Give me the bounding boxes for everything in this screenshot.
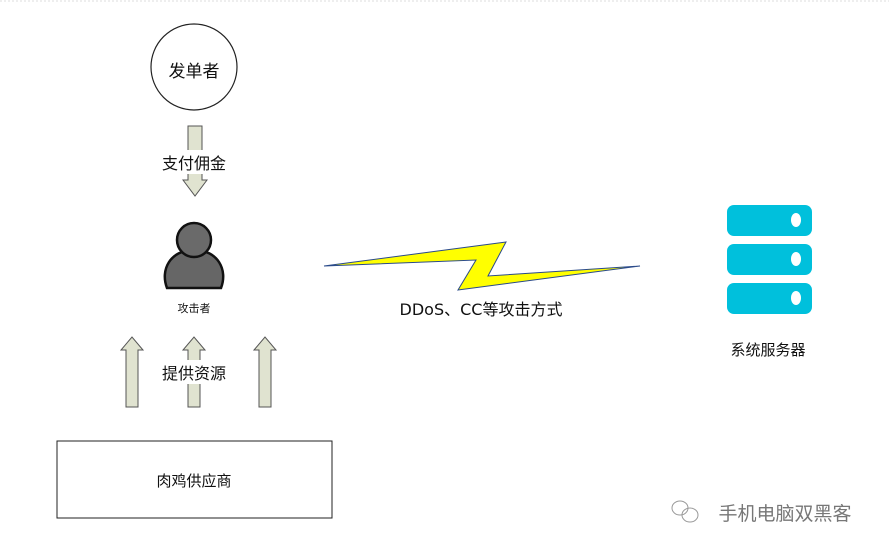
server-icon bbox=[727, 205, 812, 314]
server-label: 系统服务器 bbox=[730, 339, 806, 360]
attack-label: DDoS、CC等攻击方式 bbox=[399, 296, 563, 320]
resource-arrows bbox=[119, 336, 278, 408]
attacker-icon bbox=[163, 221, 225, 290]
watermark: 手机电脑双黑客 bbox=[718, 503, 852, 525]
wechat-icon bbox=[671, 500, 699, 523]
attack-bolt-icon bbox=[323, 241, 641, 291]
client-label: 发单者 bbox=[168, 62, 220, 82]
resources-label: 提供资源 bbox=[159, 360, 229, 384]
supplier-node bbox=[56, 440, 333, 519]
attacker-label: 攻击者 bbox=[177, 300, 211, 316]
supplier-label: 肉鸡供应商 bbox=[156, 472, 232, 490]
client-node bbox=[150, 23, 238, 111]
pay-label: 支付佣金 bbox=[159, 150, 229, 174]
